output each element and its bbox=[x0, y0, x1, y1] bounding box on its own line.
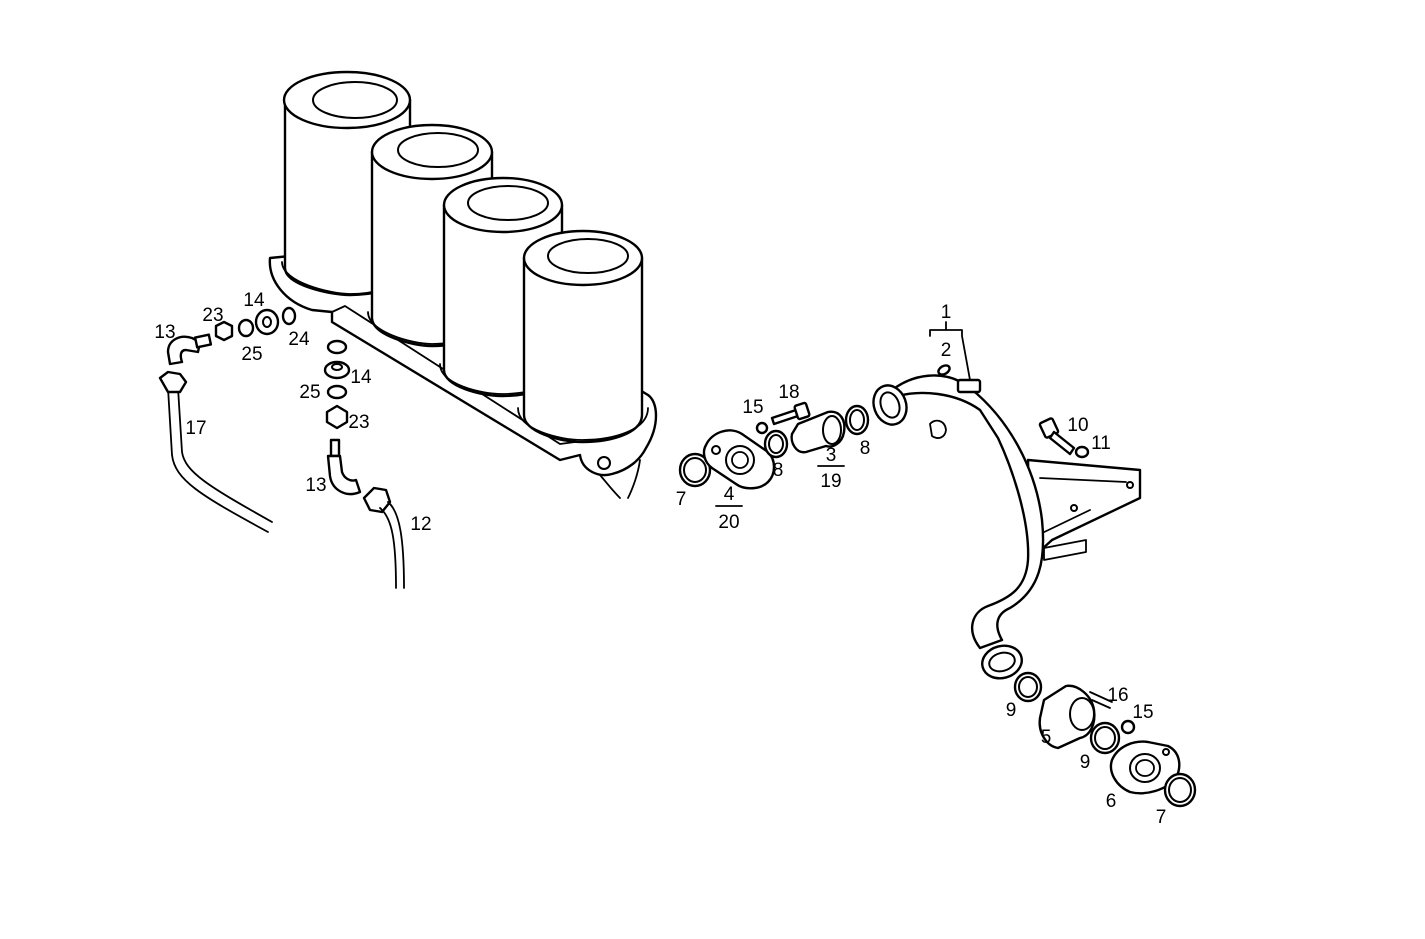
bolt-16 bbox=[1089, 691, 1113, 709]
callout-25-lower: 25 bbox=[299, 382, 320, 403]
bolt-10-shank bbox=[1048, 430, 1076, 456]
pipe-nut-17 bbox=[158, 370, 188, 394]
nut-23-lower bbox=[325, 404, 349, 430]
callout-6: 6 bbox=[1106, 791, 1117, 812]
callout-20: 20 bbox=[718, 512, 739, 533]
nut-23-upper bbox=[214, 320, 234, 342]
pipe-12 bbox=[379, 507, 397, 589]
block-mount-hole bbox=[597, 456, 611, 470]
callout-labels: 1 2 18 15 3 19 8 8 7 4 20 10 11 9 16 15 … bbox=[154, 290, 1166, 828]
callout-9-lower: 9 bbox=[1080, 752, 1091, 773]
callout-5: 5 bbox=[1041, 727, 1052, 748]
callout-2: 2 bbox=[941, 340, 952, 361]
cylinder-block-assembly bbox=[268, 70, 658, 499]
callout-13-lower: 13 bbox=[305, 475, 326, 496]
cylinder-4 bbox=[517, 229, 649, 444]
callout-14-lower: 14 bbox=[350, 367, 372, 388]
washer-15-lower bbox=[1120, 719, 1136, 735]
banjo-bolt-lower bbox=[329, 438, 341, 458]
callout-25-upper: 25 bbox=[241, 344, 262, 365]
callout-19: 19 bbox=[820, 471, 841, 492]
coolant-pipe-assembly bbox=[872, 321, 1142, 680]
callout-10: 10 bbox=[1067, 415, 1088, 436]
pipe-clip bbox=[956, 378, 982, 394]
callout-24: 24 bbox=[288, 329, 310, 350]
callout-9-upper: 9 bbox=[1006, 700, 1017, 721]
mounting-bracket bbox=[1026, 458, 1142, 562]
callout-13-upper: 13 bbox=[154, 322, 175, 343]
washer-25-lower bbox=[326, 384, 348, 400]
callout-23-upper: 23 bbox=[202, 305, 223, 326]
elbow-fitting-13-upper bbox=[166, 335, 202, 366]
callout-8-right: 8 bbox=[860, 438, 871, 459]
callout-15-lower: 15 bbox=[1132, 702, 1153, 723]
oil-line-upper bbox=[158, 306, 297, 533]
callout-1: 1 bbox=[941, 302, 952, 323]
callout-11: 11 bbox=[1091, 433, 1111, 454]
oil-line-lower bbox=[323, 339, 405, 589]
callout-16: 16 bbox=[1107, 685, 1128, 706]
callout-1-bracket bbox=[929, 321, 971, 381]
washer-upper-small bbox=[281, 306, 297, 326]
washer-24 bbox=[326, 339, 348, 355]
bolt-18 bbox=[770, 408, 800, 426]
plug-2 bbox=[937, 364, 951, 376]
callout-12: 12 bbox=[410, 514, 431, 535]
elbow-fitting-13-lower bbox=[326, 454, 362, 496]
upper-connection-parts bbox=[678, 401, 870, 507]
callout-18: 18 bbox=[778, 382, 799, 403]
block-lower-housing bbox=[599, 459, 641, 499]
callout-15-upper: 15 bbox=[742, 397, 763, 418]
callout-8-left: 8 bbox=[773, 460, 784, 481]
callout-14-upper: 14 bbox=[243, 290, 265, 311]
callout-4: 4 bbox=[724, 484, 735, 505]
callout-7-lower: 7 bbox=[1156, 807, 1167, 828]
coolant-pipe-main bbox=[888, 374, 1045, 650]
banjo-bolt-upper bbox=[193, 333, 213, 349]
callout-7-upper: 7 bbox=[676, 489, 687, 510]
washer-11 bbox=[1074, 445, 1090, 459]
callout-3: 3 bbox=[826, 445, 837, 466]
callout-17: 17 bbox=[185, 418, 206, 439]
callout-23-lower: 23 bbox=[348, 412, 369, 433]
bolt-10-assembly bbox=[1038, 417, 1090, 459]
lower-connection-parts bbox=[1013, 671, 1197, 808]
washer-25-upper bbox=[237, 318, 255, 338]
washer-15-upper bbox=[755, 421, 769, 435]
pipe-nut-12 bbox=[362, 486, 392, 514]
pipe-17 bbox=[167, 387, 269, 533]
